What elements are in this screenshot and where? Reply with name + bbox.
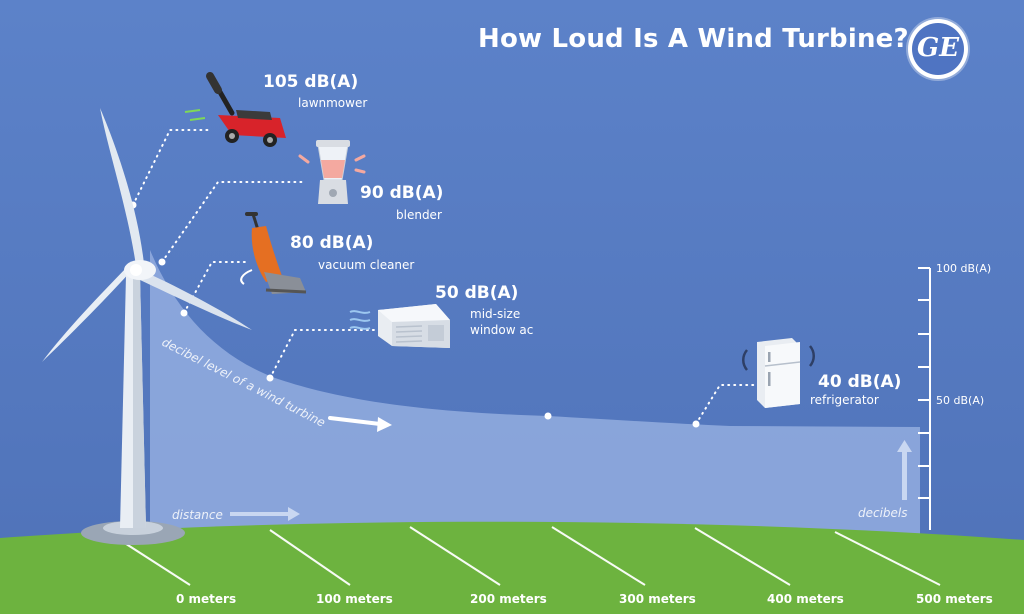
curve-arrow-icon — [328, 416, 392, 432]
ge-logo-icon: GE — [908, 19, 968, 79]
wind-turbine-icon — [42, 108, 252, 545]
x-tick-400: 400 meters — [767, 592, 844, 606]
vacuum-cleaner-level: 80 dB(A) — [290, 233, 374, 253]
y-tick-50: 50 dB(A) — [936, 394, 985, 407]
grass — [0, 521, 1024, 614]
x-tick-200: 200 meters — [470, 592, 547, 606]
x-tick-500: 500 meters — [916, 592, 993, 606]
decibels-label: decibels — [858, 506, 908, 520]
lawnmower-level: 105 dB(A) — [263, 72, 359, 92]
lawnmower-label: lawnmower — [298, 96, 368, 110]
distance-lines — [119, 526, 941, 586]
window-ac-icon — [349, 304, 450, 348]
blender-icon — [298, 140, 366, 204]
y-tick-100: 100 dB(A) — [936, 262, 992, 275]
decibel-axis — [918, 267, 931, 530]
window-ac-label-line2: window ac — [470, 323, 534, 337]
refrigerator-level: 40 dB(A) — [818, 372, 902, 392]
x-tick-100: 100 meters — [316, 592, 393, 606]
blender-level: 90 dB(A) — [360, 183, 444, 203]
x-tick-300: 300 meters — [619, 592, 696, 606]
distance-label: distance — [172, 508, 223, 522]
decibels-arrow-icon — [897, 440, 912, 500]
page-title: How Loud Is A Wind Turbine? — [478, 24, 909, 54]
refrigerator-icon — [742, 338, 815, 408]
vacuum-cleaner-icon — [240, 212, 307, 294]
window-ac-label-line1: mid-size — [470, 307, 521, 321]
decibel-level-band — [150, 250, 920, 540]
lawnmower-icon — [184, 72, 286, 147]
blender-label: blender — [396, 208, 442, 222]
ge-logo-text: GE — [916, 33, 960, 63]
x-tick-0: 0 meters — [176, 592, 237, 606]
window-ac-level: 50 dB(A) — [435, 283, 519, 303]
vacuum-cleaner-label: vacuum cleaner — [318, 258, 415, 272]
data-points — [129, 201, 700, 428]
ge-logo-inner: GE — [912, 23, 964, 75]
distance-arrow-icon — [230, 507, 300, 521]
refrigerator-label: refrigerator — [810, 393, 879, 407]
